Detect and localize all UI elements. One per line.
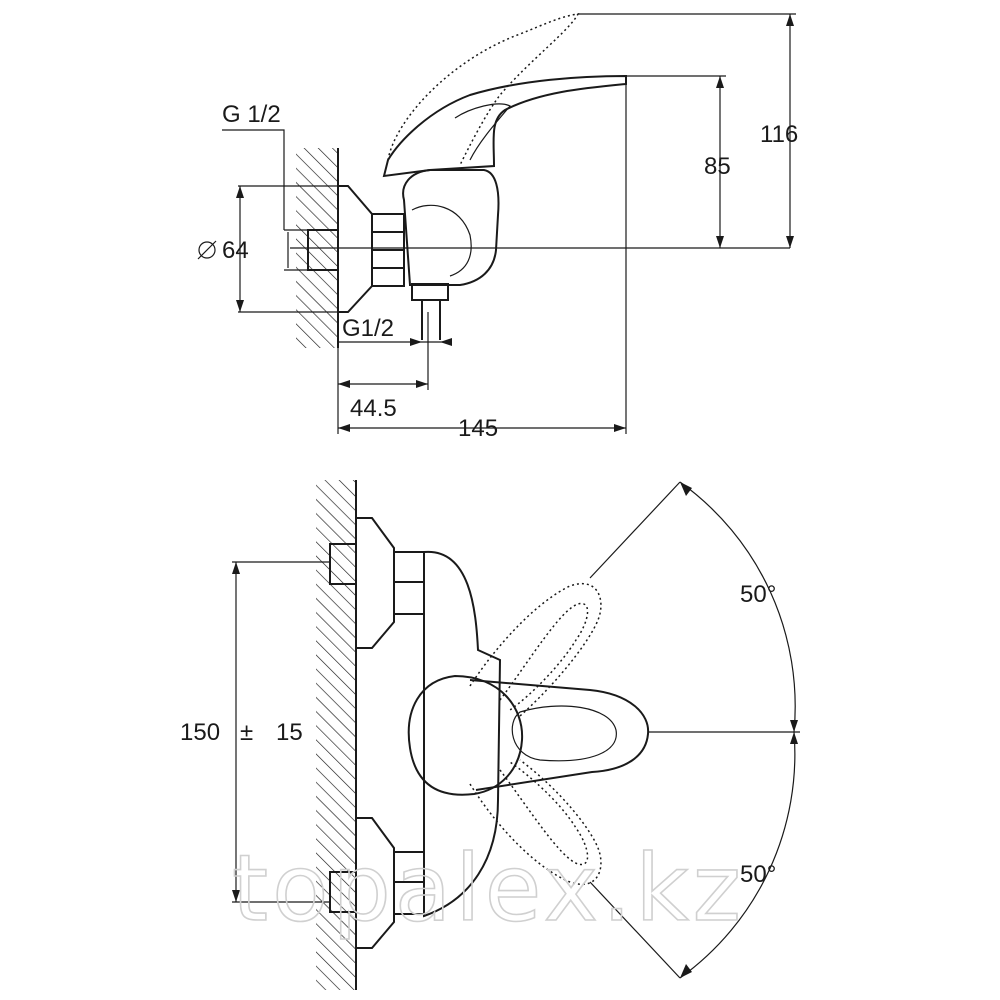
side-view: 64 G 1/2 G1/2 44.5 145 85	[197, 13, 798, 442]
side-faucet-body	[402, 169, 500, 286]
front-faucet-body	[423, 550, 502, 918]
dim-center-distance: 150	[180, 719, 220, 746]
front-lever	[469, 679, 650, 791]
angle-lower: 50°	[740, 861, 776, 888]
dim-tolerance: 15	[276, 719, 303, 746]
front-view: 150 ± 15 50° 50°	[180, 480, 800, 990]
watermark: topalex.kz	[232, 835, 745, 942]
dim-height-spout: 85	[704, 153, 731, 180]
front-lever-down	[469, 759, 602, 885]
side-lever-raised	[387, 13, 580, 166]
dim-height-total: 116	[760, 121, 798, 148]
side-hex-nut	[371, 213, 405, 287]
dim-diameter: 64	[222, 237, 249, 264]
side-lever	[382, 74, 627, 178]
diameter-symbol-icon	[197, 240, 217, 260]
angle-upper: 50°	[740, 581, 776, 608]
dim-tolerance-sign: ±	[240, 719, 253, 746]
dim-offset: 44.5	[350, 395, 397, 422]
front-handle-hub	[407, 674, 524, 796]
side-escutcheon	[337, 185, 373, 313]
dim-reach: 145	[458, 415, 498, 442]
wall-hatch-bottom	[316, 480, 356, 990]
dim-thread-top: G 1/2	[222, 101, 281, 128]
dim-thread-bottom: G1/2	[342, 315, 394, 342]
front-lever-up	[469, 583, 602, 717]
side-outlet	[411, 283, 449, 340]
